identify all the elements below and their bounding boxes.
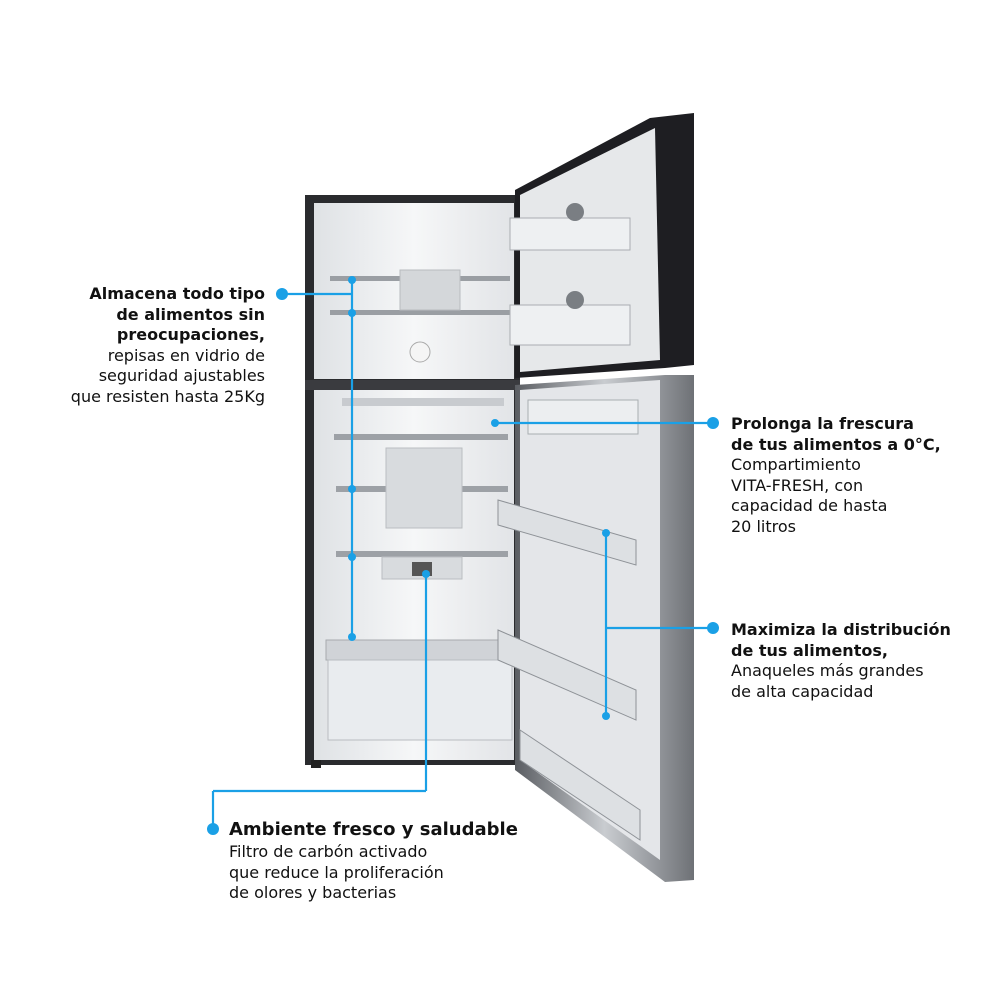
callout-vitafresh-body-4: 20 litros — [731, 516, 796, 536]
callout-filter-body-2: que reduce la proliferación — [229, 862, 444, 882]
fridge-door — [497, 375, 694, 882]
callout-vitafresh-body-3: capacidad de hasta — [731, 496, 888, 515]
callout-shelves-title-1: Almacena todo tipo — [89, 284, 265, 303]
callout-distribution-body-1: Anaqueles más grandes — [731, 661, 924, 680]
freezer-door — [509, 113, 694, 378]
callout-shelves-title-2: de alimentos sin — [116, 304, 265, 324]
callout-distribution-title-1: Maximiza la distribución — [731, 620, 951, 639]
callout-vitafresh: Prolonga la frescura de tus alimentos a … — [731, 414, 996, 537]
callout-vitafresh-title-2: de tus alimentos a 0°C, — [731, 434, 941, 454]
callout-distribution-body-2: de alta capacidad — [731, 681, 874, 701]
callout-filter-title: Ambiente fresco y saludable — [229, 819, 518, 840]
callout-shelves-body-3: que resisten hasta 25Kg — [70, 386, 265, 406]
freezer-shelves — [330, 269, 510, 363]
callout-vitafresh-title-1: Prolonga la frescura — [731, 414, 914, 433]
callout-shelves-body-1: repisas en vidrio de — [107, 345, 265, 365]
callout-vitafresh-body-1: Compartimiento — [731, 455, 861, 474]
callout-filter: Ambiente fresco y saludable Filtro de ca… — [229, 818, 559, 904]
callout-distribution: Maximiza la distribución de tus alimento… — [731, 620, 996, 702]
callout-shelves-title-3: preocupaciones, — [116, 325, 265, 344]
callout-vitafresh-body-2: VITA-FRESH, con — [731, 475, 864, 495]
callout-shelves-body-2: seguridad ajustables — [98, 366, 265, 385]
callout-filter-body-1: Filtro de carbón activado — [229, 842, 428, 861]
fridge-shelves — [325, 398, 515, 741]
callout-distribution-title-2: de tus alimentos, — [731, 640, 888, 660]
callout-shelves: Almacena todo tipo de alimentos sin preo… — [5, 284, 265, 407]
callout-filter-body-3: de olores y bacterias — [229, 883, 397, 902]
callout-lines — [207, 276, 719, 835]
